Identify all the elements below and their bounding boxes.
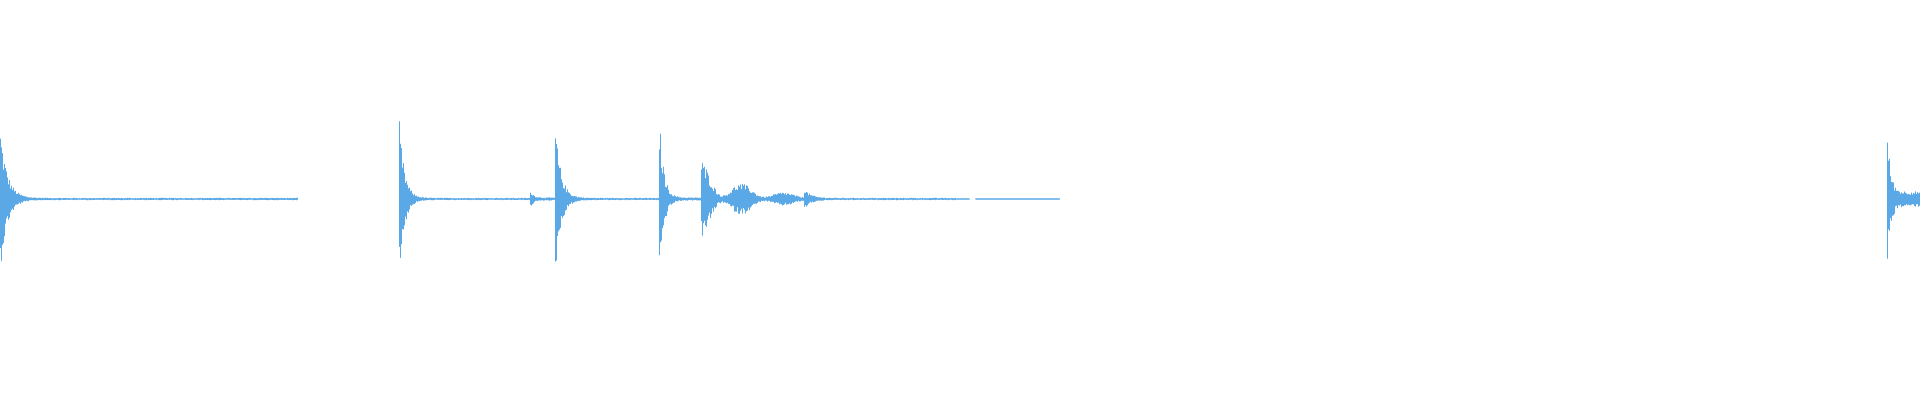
- waveform-path: [0, 121, 1920, 262]
